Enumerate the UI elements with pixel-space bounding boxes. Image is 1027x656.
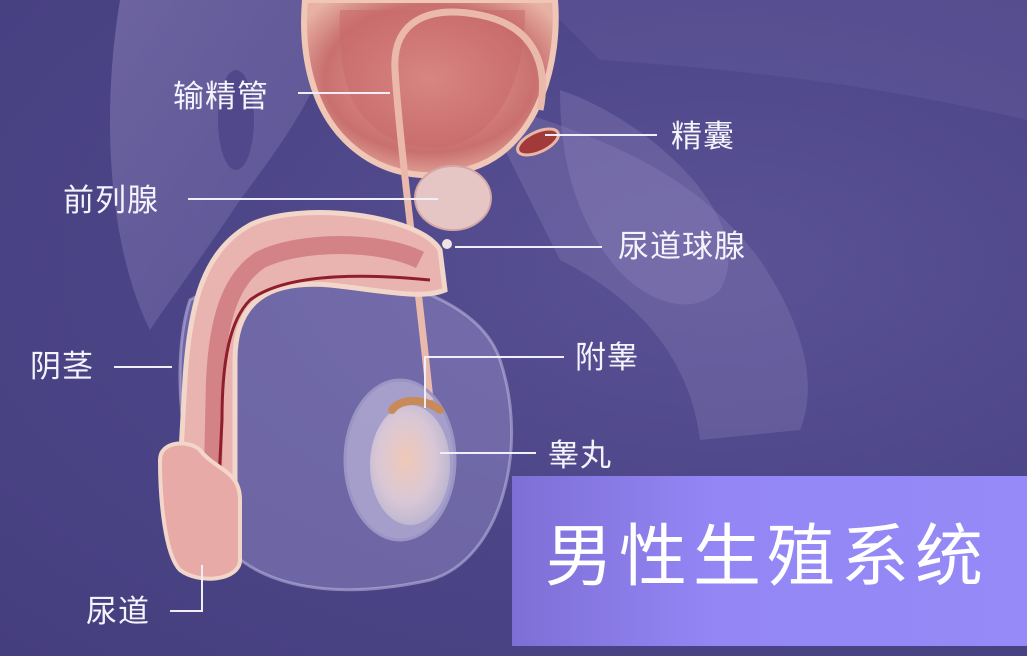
diagram-title: 男性生殖系统 [545,518,990,597]
glans [157,441,242,581]
testis [370,405,450,525]
leader-line-epididymis [424,356,564,358]
leader-line-epididymis-vertical [424,356,426,408]
epididymis [388,397,444,414]
label-seminal-vesicle: 精囊 [671,119,735,155]
leader-line-bulbourethral [455,246,602,248]
bulbourethral-gland [442,239,452,249]
label-bulbourethral-gland: 尿道球腺 [618,229,746,265]
label-testis: 睾丸 [548,438,612,474]
label-urethra: 尿道 [86,594,150,630]
leader-line-urethra [170,610,203,612]
pelvis-shape [110,0,332,330]
leader-line-penis [114,366,172,368]
leader-line-urethra-vertical [201,565,203,611]
leader-line-testis [440,452,536,454]
label-penis: 阴茎 [30,349,94,385]
label-epididymis: 附睾 [575,340,639,376]
title-banner [512,476,1027,646]
label-vas-deferens: 输精管 [173,79,269,115]
label-prostate: 前列腺 [63,183,159,219]
leader-line-seminal-vesicle [545,134,657,136]
leader-line-prostate [188,198,438,200]
pelvis-shape-right [560,90,729,305]
leader-line-vas-deferens [298,92,390,94]
